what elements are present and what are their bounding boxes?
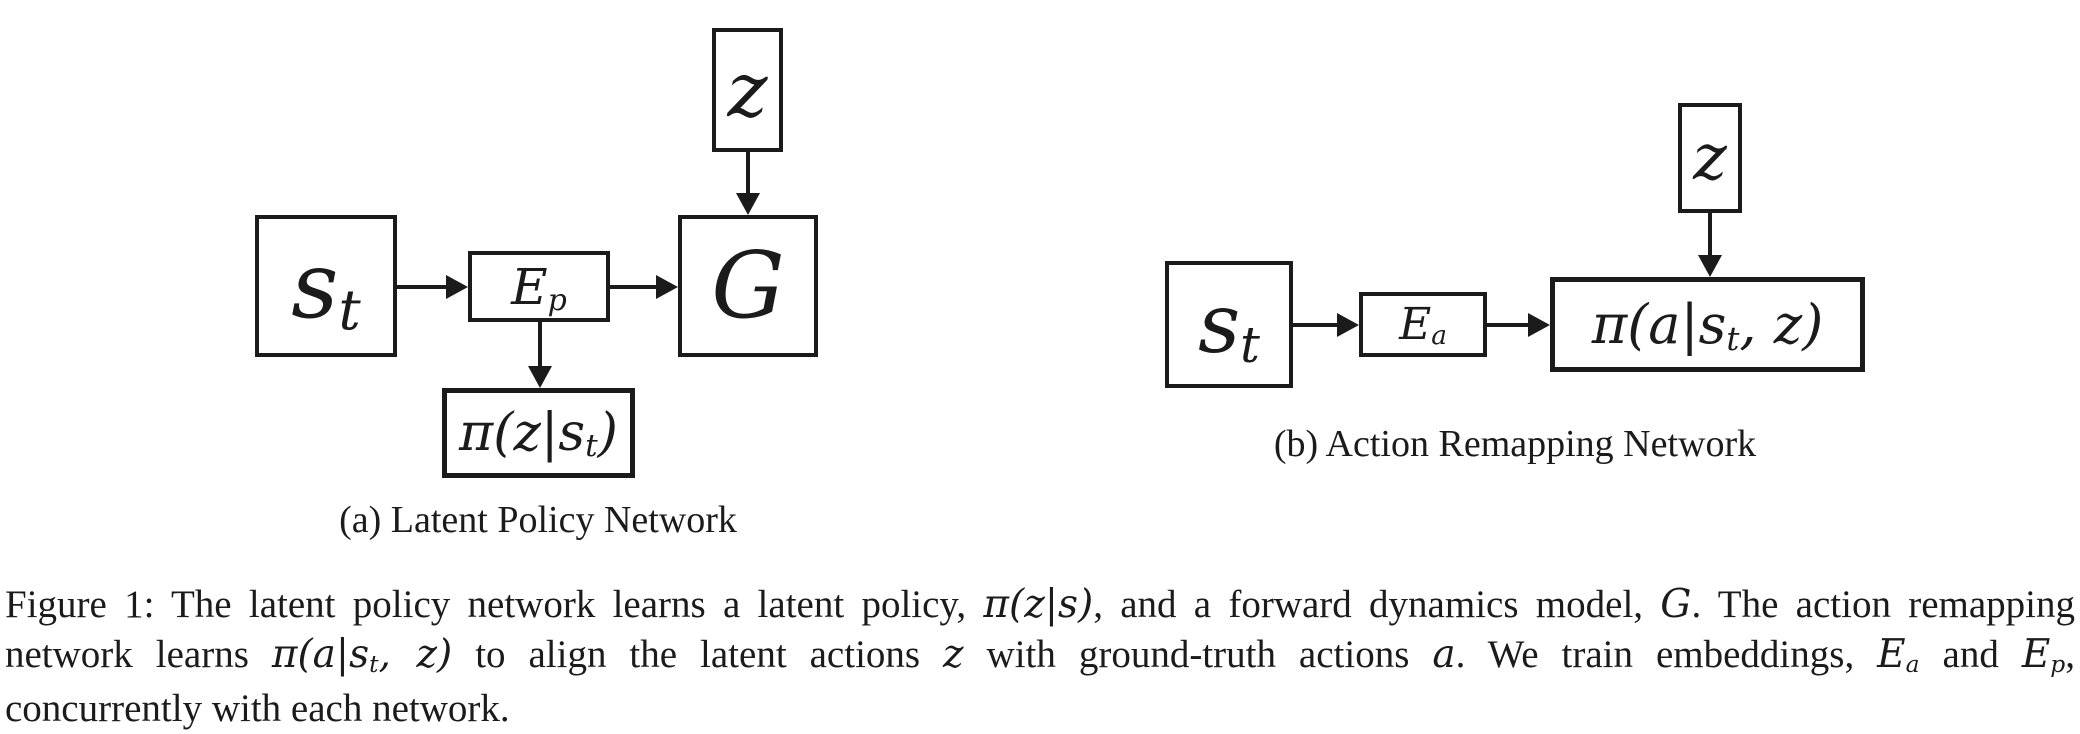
arrowhead-icon (736, 193, 760, 215)
arrow-z-to-pi (1697, 213, 1723, 277)
node-st-b: st (1165, 261, 1293, 388)
figure-caption: Figure 1: The latent policy network lear… (5, 580, 2075, 734)
node-pi-z-given-st-label: π(z|st) (459, 402, 618, 465)
arrow-st-to-ea (1293, 312, 1359, 338)
node-pi-a-given-st-z: π(a|st, z) (1550, 277, 1865, 372)
arrowhead-icon (446, 275, 468, 299)
arrow-st-to-ep (397, 274, 468, 300)
node-g-a-label: G (711, 232, 785, 339)
node-ep-a-label: Ep (511, 257, 567, 319)
node-z-b: z (1678, 103, 1742, 213)
subcaption-a: (a) Latent Policy Network (339, 499, 737, 541)
figure-caption-line-3: concurrently with each network. (5, 687, 510, 730)
node-ea-b: Ea (1359, 292, 1487, 357)
node-pi-z-given-st: π(z|st) (442, 388, 635, 478)
node-st-a: st (255, 215, 397, 357)
node-st-a-label: st (291, 232, 361, 344)
arrowhead-icon (1698, 255, 1722, 277)
node-ep-a: Ep (468, 251, 610, 322)
node-ea-b-label: Ea (1399, 298, 1447, 352)
node-pi-a-given-st-z-label: π(a|st, z) (1591, 292, 1824, 358)
arrow-z-to-g (735, 152, 761, 215)
node-z-a: z (712, 28, 783, 152)
arrow-ep-to-g (610, 274, 678, 300)
arrowhead-icon (528, 366, 552, 388)
node-g-a: G (678, 215, 818, 357)
arrowhead-icon (656, 275, 678, 299)
arrow-ea-to-pi (1487, 312, 1550, 338)
node-st-b-label: st (1198, 276, 1260, 375)
subcaption-b: (b) Action Remapping Network (1273, 423, 1757, 465)
arrowhead-icon (1337, 313, 1359, 337)
node-z-b-label: z (1693, 121, 1727, 195)
arrowhead-icon (1528, 313, 1550, 337)
arrow-ep-to-pi (527, 322, 553, 388)
figure-caption-line-1: Figure 1: The latent policy network lear… (5, 582, 2076, 627)
node-z-a-label: z (727, 45, 768, 134)
figure-caption-line-2: network learns π(a|st, z) to align the l… (5, 632, 2076, 679)
